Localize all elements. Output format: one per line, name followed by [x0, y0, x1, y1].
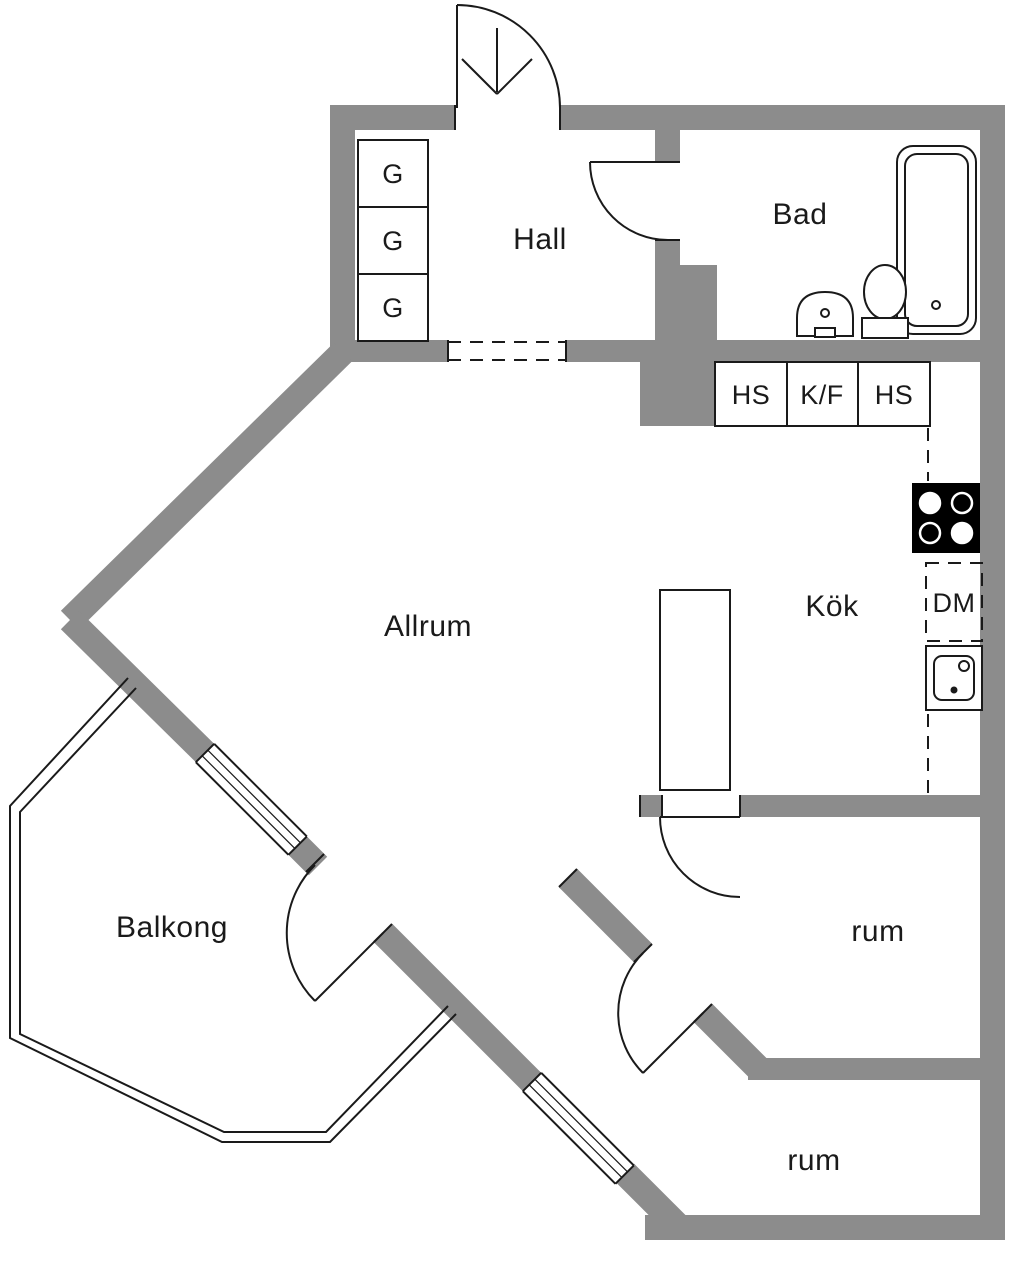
- wardrobe-cell: [357, 139, 429, 208]
- label-hall: Hall: [513, 223, 567, 256]
- wardrobe-cell: [357, 206, 429, 275]
- cabinet-fridge-freezer-label: K/F: [800, 380, 844, 410]
- entry-door: [456, 4, 561, 109]
- dishwasher-zone: DM: [925, 562, 983, 642]
- kitchen-tall-units: HS K/F HS: [714, 361, 931, 427]
- wardrobe-label: G: [382, 293, 404, 323]
- wardrobe-label: G: [382, 159, 404, 189]
- toilet-icon: [861, 264, 909, 339]
- stove-icon: [912, 483, 980, 553]
- label-bathroom: Bad: [773, 198, 828, 231]
- windows: [195, 743, 635, 1185]
- kitchen-sink-icon: [925, 645, 983, 711]
- cabinet-hs-left: [714, 361, 788, 427]
- label-room-upper: rum: [851, 915, 904, 948]
- entry-door-swing-arc: [456, 4, 561, 109]
- entrance-arrow-icon: [461, 28, 533, 95]
- bathtub-icon: [896, 145, 977, 335]
- cabinet-hs-right-label: HS: [875, 380, 914, 410]
- cabinet-fridge-freezer: [786, 361, 859, 427]
- wardrobe-cell: [357, 273, 429, 342]
- door-arcs: [285, 161, 741, 1074]
- wardrobes: G G G: [357, 139, 429, 342]
- bathroom-fixtures: [796, 145, 977, 339]
- cabinet-hs-left-label: HS: [732, 380, 771, 410]
- room-labels: Hall Bad Allrum Kök Balkong rum rum: [116, 198, 904, 1177]
- lower-room-door: [617, 952, 704, 1074]
- label-balcony: Balkong: [116, 911, 228, 944]
- balcony-railing: [9, 677, 457, 1143]
- balcony-door: [285, 864, 384, 1002]
- hall-opening-dashed: [448, 341, 566, 361]
- window-icon: [195, 743, 308, 856]
- dishwasher-label: DM: [933, 588, 976, 618]
- label-living-room: Allrum: [384, 610, 472, 643]
- washbasin-icon: [796, 290, 854, 338]
- walls: [60, 105, 1005, 1240]
- cabinet-hs-right: [857, 361, 931, 427]
- upper-room-door: [659, 816, 741, 898]
- shaft-column: [659, 589, 731, 791]
- window-icon: [522, 1072, 635, 1185]
- label-room-lower: rum: [787, 1144, 840, 1177]
- bathroom-door: [589, 161, 669, 241]
- label-kitchen: Kök: [805, 590, 859, 623]
- wardrobe-label: G: [382, 226, 404, 256]
- kitchen-counter: DM: [912, 428, 983, 793]
